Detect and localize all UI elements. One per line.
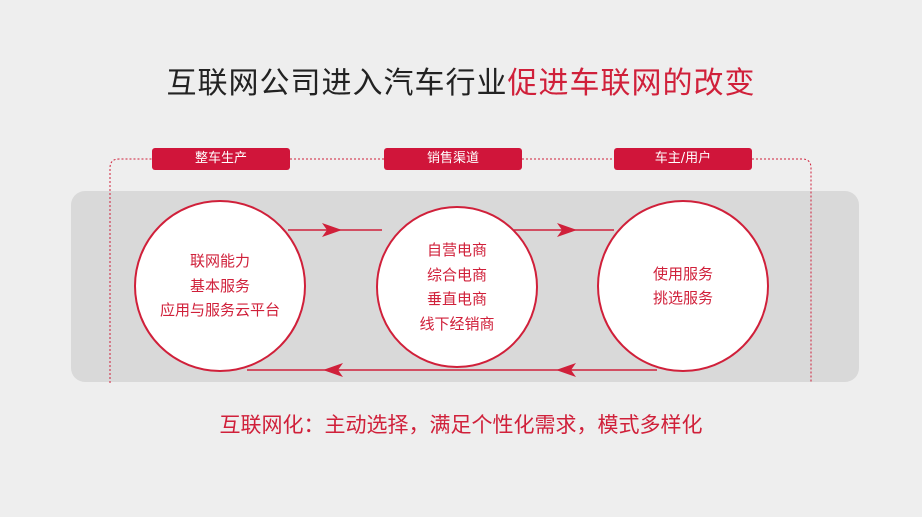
stage-item: 垂直电商 [426, 290, 487, 308]
stage-items-production: 联网能力 基本服务 应用与服务云平台 [160, 249, 280, 323]
title-accent: 促进车联网的改变 [507, 66, 756, 101]
stage-item: 挑选服务 [652, 289, 713, 307]
stage-circle-sales: 自营电商 综合电商 垂直电商 线下经销商 [376, 206, 538, 368]
slide-title: 互联网公司进入汽车行业促进车联网的改变 [0, 58, 922, 102]
stage-item: 线下经销商 [419, 314, 495, 333]
stage-item: 使用服务 [652, 264, 713, 283]
stage-items-sales: 自营电商 综合电商 垂直电商 线下经销商 [419, 238, 494, 336]
stage-label-owner: 车主/用户 [614, 148, 752, 170]
forward-arrowhead-2 [557, 223, 577, 237]
return-arrowhead-2 [323, 363, 343, 377]
stage-circle-owner: 使用服务 挑选服务 [597, 200, 769, 372]
return-arrowhead-1 [556, 363, 576, 377]
footer-caption: 互联网化：主动选择，满足个性化需求，模式多样化 [219, 413, 703, 437]
stage-label-production: 整车生产 [152, 148, 290, 170]
stage-circle-production: 联网能力 基本服务 应用与服务云平台 [134, 200, 306, 372]
stage-item: 联网能力 [189, 252, 250, 271]
stage-item: 自营电商 [426, 241, 487, 259]
stage-item: 基本服务 [189, 276, 250, 295]
stage-items-owner: 使用服务 挑选服务 [653, 262, 713, 311]
stage-item: 综合电商 [426, 265, 487, 284]
stage-label-sales: 销售渠道 [384, 148, 522, 170]
stage-item: 应用与服务云平台 [159, 301, 280, 320]
forward-arrowhead-1 [322, 223, 342, 237]
title-main: 互联网公司进入汽车行业 [166, 66, 508, 101]
